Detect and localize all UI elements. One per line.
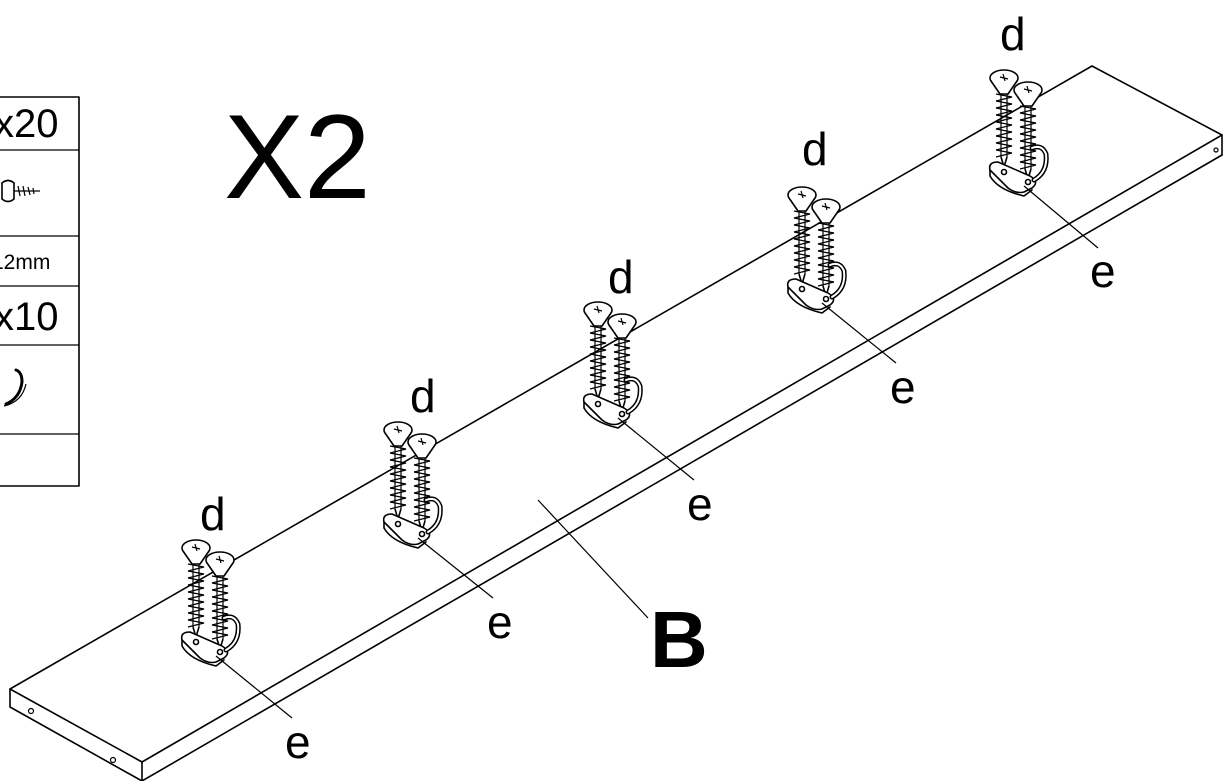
screw-d-2-a [383,421,413,520]
hardware-group-2: de [382,370,513,648]
hook-label-e: e [687,478,713,530]
board-leader-line [537,499,649,619]
screw-d-2-b [407,433,437,532]
hook-e-3 [582,376,643,429]
screw-label-d: d [200,488,226,540]
screw-d-3-b [607,313,637,412]
hook-label-e: e [890,361,916,413]
screw-d-4-b [811,198,841,297]
hook-label-e: e [285,716,311,768]
board-label: B [650,595,708,684]
screw-d-3-a [583,301,613,400]
hook-e-5 [988,144,1049,197]
screw-label-d: d [410,370,436,422]
parts-table: x20 12mm x10 [0,96,80,487]
screw-d-5-a [989,69,1019,168]
hook-leader-line [417,537,494,599]
hardware-group-3: de [582,251,713,530]
hook-leader-line [215,655,293,719]
screw-d-4-a [787,186,817,285]
hook-label-e: e [1090,245,1116,297]
screw-size: 12mm [0,251,50,274]
screw-label-d: d [608,251,634,303]
screw-d-1-b [205,551,235,650]
hook-e-2 [382,496,443,549]
hardware-group-4: de [786,123,916,413]
screw-label-d: d [802,123,828,175]
screw-d-1-a [181,539,211,638]
hook-quantity: x10 [0,295,59,339]
hook-e-1 [180,614,241,667]
screw-icon [1,179,40,203]
screw-d-5-b [1013,81,1043,180]
hook-e-4 [786,261,847,314]
hook-leader-line [1023,185,1099,249]
screw-quantity: x20 [0,102,59,146]
hardware-group-1: de [180,488,311,768]
hardware-group-5: de [988,8,1116,297]
hook-label-e: e [487,596,513,648]
hook-icon [3,368,27,407]
shelf-board [9,65,1223,781]
hook-leader-line [617,417,695,481]
screw-label-d: d [1000,8,1026,60]
multiplier-label: X2 [224,90,371,224]
hook-leader-line [821,302,897,364]
